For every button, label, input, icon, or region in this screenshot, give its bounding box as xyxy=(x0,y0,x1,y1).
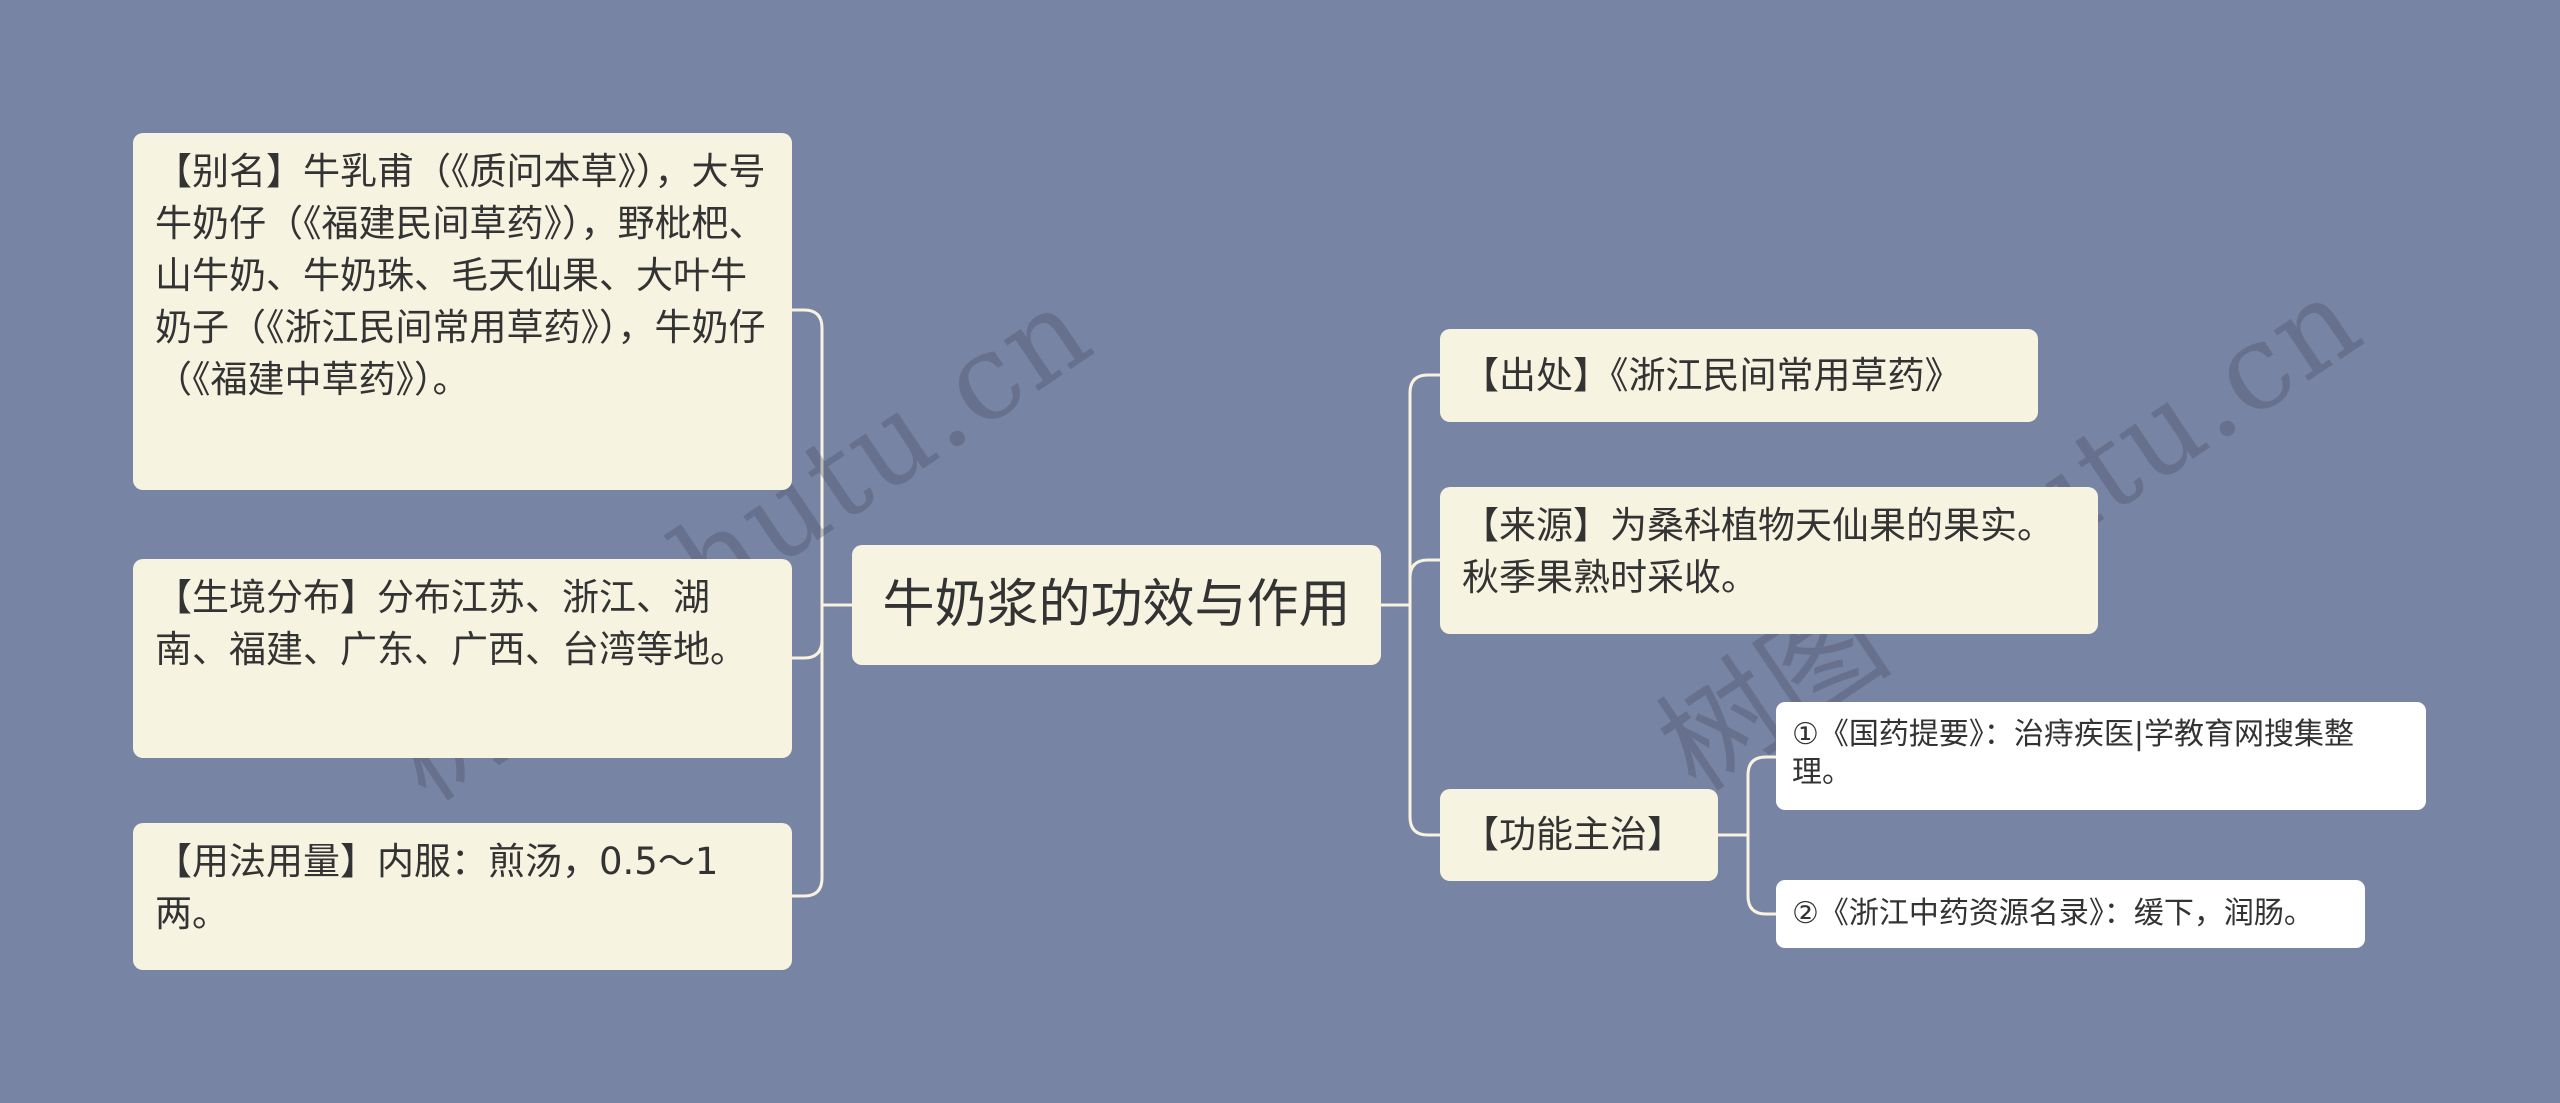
branch-node-function[interactable]: 【功能主治】 xyxy=(1440,789,1718,881)
connector-function-child-2 xyxy=(1746,835,1776,916)
leaf-node-function-1[interactable]: ①《国药提要》：治痔疾医|学教育网搜集整理。 xyxy=(1776,702,2426,810)
leaf-node-function-2[interactable]: ②《浙江中药资源名录》：缓下，润肠。 xyxy=(1776,880,2365,948)
branch-node-source[interactable]: 【出处】《浙江民间常用草药》 xyxy=(1440,329,2038,422)
connector-function-child-1 xyxy=(1746,755,1776,835)
root-node-title[interactable]: 牛奶浆的功效与作用 xyxy=(852,545,1381,665)
connector-right-function xyxy=(1408,605,1440,837)
branch-node-dosage[interactable]: 【用法用量】内服：煎汤，0.5～1两。 xyxy=(133,823,792,970)
branch-node-alias[interactable]: 【别名】牛乳甫（《质问本草》），大号牛奶仔（《福建民间草药》），野枇杷、山牛奶、… xyxy=(133,133,792,490)
connector-left-habitat xyxy=(792,605,824,660)
branch-node-habitat[interactable]: 【生境分布】分布江苏、浙江、湖南、福建、广东、广西、台湾等地。 xyxy=(133,559,792,758)
connector-left-alias xyxy=(792,308,824,605)
connector-right-source xyxy=(1408,373,1440,605)
branch-node-origin[interactable]: 【来源】为桑科植物天仙果的果实。秋季果熟时采收。 xyxy=(1440,487,2098,634)
connector-left-dosage xyxy=(792,605,824,898)
connector-right-origin xyxy=(1408,558,1440,605)
